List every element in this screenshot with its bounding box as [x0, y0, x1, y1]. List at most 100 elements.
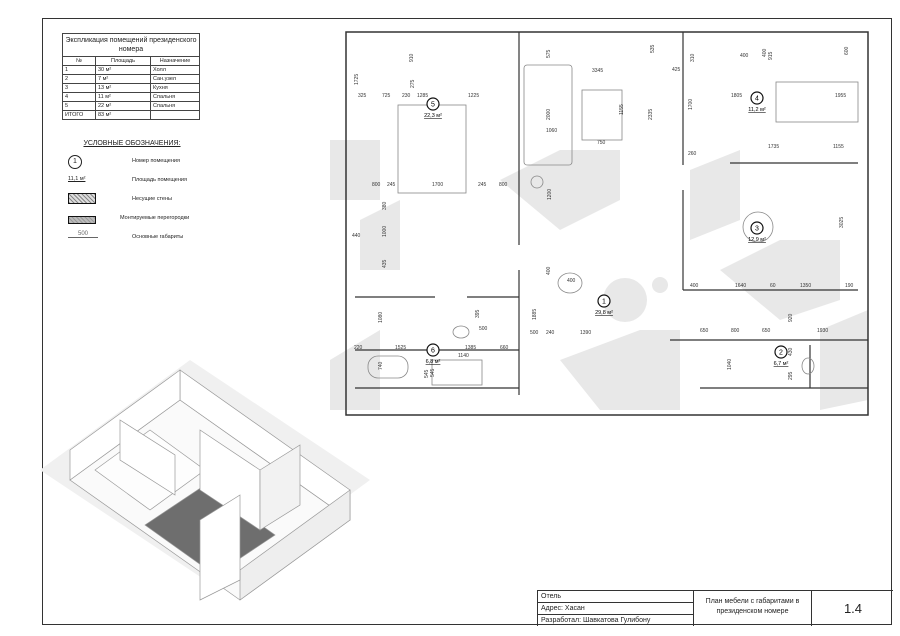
room-number-symbol: 1 — [68, 155, 82, 169]
room-area: 6,7 м² — [774, 361, 789, 367]
dimension-label: 910 — [409, 53, 415, 62]
sheet-title: План мебели с габаритами в президенском … — [694, 591, 812, 626]
dimension-label: 395 — [475, 309, 481, 318]
room-marker-2: 2 6,7 м² — [774, 345, 789, 367]
dining-table — [742, 211, 774, 243]
legend-title: УСЛОВНЫЕ ОБОЗНАЧЕНИЯ: — [83, 140, 181, 147]
dimension-label: 1080 — [378, 312, 384, 323]
room-number: 1 — [602, 299, 606, 306]
partition-symbol — [68, 216, 96, 224]
walls — [345, 31, 869, 416]
dimension-label: 400 — [762, 48, 768, 57]
dimension-label: 3025 — [839, 217, 845, 228]
shadow-pattern — [330, 140, 868, 410]
room-marker-1: 1 29,8 м² — [595, 294, 613, 316]
room-area: 29,8 м² — [595, 310, 613, 316]
armchair — [557, 272, 583, 294]
legend-label: Номер помещения — [132, 158, 180, 164]
dimension-label: 190 — [845, 283, 854, 289]
isometric-view — [40, 360, 370, 601]
dimension-label: 650 — [700, 328, 709, 334]
dimension-label: 740 — [378, 361, 384, 370]
room-area: 22,3 м² — [424, 113, 442, 119]
dimension-label: 1930 — [817, 328, 828, 334]
dimension-label: 1725 — [354, 74, 360, 85]
room-number-circle — [774, 345, 788, 359]
room-area: 12,9 м² — [748, 237, 766, 243]
dimension-label: 725 — [382, 93, 391, 99]
bathtub — [367, 355, 409, 379]
dimension-label: 240 — [546, 330, 555, 336]
dimension-label: 1640 — [735, 283, 746, 289]
dimension-label: 1000 — [382, 226, 388, 237]
dimension-label: 435 — [382, 259, 388, 268]
dimension-label: 230 — [402, 93, 411, 99]
room-number: 5 — [431, 102, 435, 109]
dimension-label: 500 — [530, 330, 539, 336]
author: Разработал: Шавкатова Гулибону — [541, 617, 651, 624]
dimension-label: 275 — [410, 79, 416, 88]
dimension-label: 400 — [567, 278, 576, 284]
legend-label: Монтируемые перегородки — [120, 215, 190, 221]
dimension-label: 1350 — [800, 283, 811, 289]
dimension-label: 1200 — [547, 189, 553, 200]
table-title: Экспликация помещений президенского номе… — [62, 33, 200, 57]
room-number: 2 — [779, 350, 783, 357]
dimension-label: 545 — [424, 369, 430, 378]
dimension-label: 915 — [768, 51, 774, 60]
room-number: 4 — [755, 96, 759, 103]
room-number: 6 — [431, 348, 435, 355]
dimension-label: 800 — [731, 328, 740, 334]
sheet-number: 1.4 — [843, 601, 863, 616]
dimension-label: 1700 — [432, 182, 443, 188]
sheet-frame — [42, 18, 892, 625]
dimension-label: 800 — [372, 182, 381, 188]
dimension-label: 1525 — [395, 345, 406, 351]
bearing-wall-symbol — [68, 193, 96, 204]
room-number-circle — [750, 221, 764, 235]
dimension-label: 2335 — [648, 109, 654, 120]
dimension-label: 2000 — [546, 109, 552, 120]
furniture — [367, 64, 859, 386]
dimension-label: 440 — [352, 233, 361, 239]
dimension-label: 1285 — [417, 93, 428, 99]
dimension-label: 1885 — [532, 309, 538, 320]
dimension-label: 400 — [546, 266, 552, 275]
dimension-label: 1060 — [546, 128, 557, 134]
sofa — [523, 64, 573, 166]
dimension-label: 575 — [546, 49, 552, 58]
dimension-label: 920 — [788, 313, 794, 322]
dimension-label: 500 — [479, 326, 488, 332]
room-marker-5: 5 22,3 м² — [424, 97, 442, 119]
dimension-label: 430 — [788, 347, 794, 356]
dimension-symbol: 500 — [68, 231, 98, 238]
dimension-label: 380 — [382, 201, 388, 210]
dimension-label: 1155 — [833, 144, 844, 150]
dimension-label: 325 — [358, 93, 367, 99]
dimension-label: 1385 — [465, 345, 476, 351]
floor-lamp — [530, 175, 544, 189]
dimension-label: 1225 — [468, 93, 479, 99]
dimension-label: 650 — [762, 328, 771, 334]
dimension-label: 260 — [688, 151, 697, 157]
dimension-label: 750 — [597, 140, 606, 146]
armchair-table — [581, 89, 623, 141]
dimension-label: 295 — [788, 371, 794, 380]
room-marker-3: 312,9 м² — [748, 221, 766, 243]
object-name: Отель — [538, 591, 693, 603]
title-block: Отель Адрес: Хасан Разработал: Шавкатова… — [537, 590, 893, 626]
dimension-label: 3345 — [592, 68, 603, 74]
dimension-label: 1390 — [580, 330, 591, 336]
room-explication-table: Экспликация помещений президенского номе… — [62, 33, 200, 120]
area-symbol: 11,1 м² — [68, 176, 86, 182]
room-area: 6,8 м² — [426, 359, 441, 365]
dimension-label: 1040 — [727, 359, 733, 370]
dimension-label: 400 — [740, 53, 749, 59]
room-number-circle — [426, 97, 440, 111]
dimension-label: 245 — [478, 182, 487, 188]
dimension-label: 1805 — [731, 93, 742, 99]
dimension-label: 1700 — [688, 99, 694, 110]
